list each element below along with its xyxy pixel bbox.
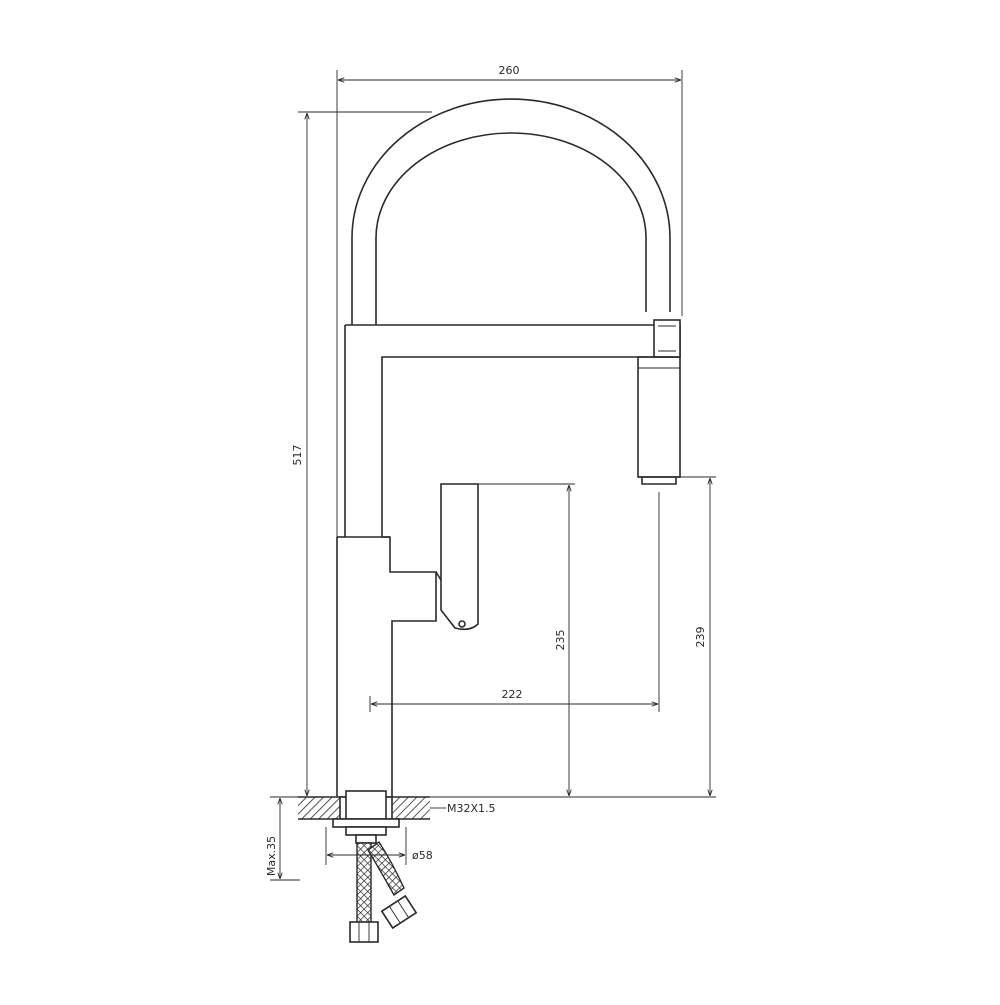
dim-label-spout-reach: 222	[502, 688, 523, 701]
dimension-lines	[270, 70, 716, 881]
deck-hatch-right	[392, 797, 430, 819]
dim-label-overall-height: 517	[291, 445, 304, 466]
hose-nut-angled	[380, 894, 418, 930]
faucet-column	[345, 324, 681, 797]
gooseneck-inner	[375, 132, 647, 325]
dim-label-overall-width: 260	[499, 64, 520, 77]
deck-section	[298, 790, 430, 943]
spray-head	[637, 356, 681, 478]
dim-label-handle-height: 235	[554, 630, 567, 651]
dim-label-thread: M32X1.5	[447, 802, 496, 815]
deck-hatch-left	[298, 797, 340, 819]
hose-nut-straight	[349, 921, 379, 943]
gooseneck-outer	[351, 98, 671, 325]
lever-handle	[440, 483, 479, 631]
flex-hose-2	[367, 840, 405, 897]
dim-label-base-diameter: ø58	[412, 849, 433, 862]
dim-label-spout-height: 239	[694, 627, 707, 648]
dim-label-max-deck: Max.35	[265, 836, 278, 876]
